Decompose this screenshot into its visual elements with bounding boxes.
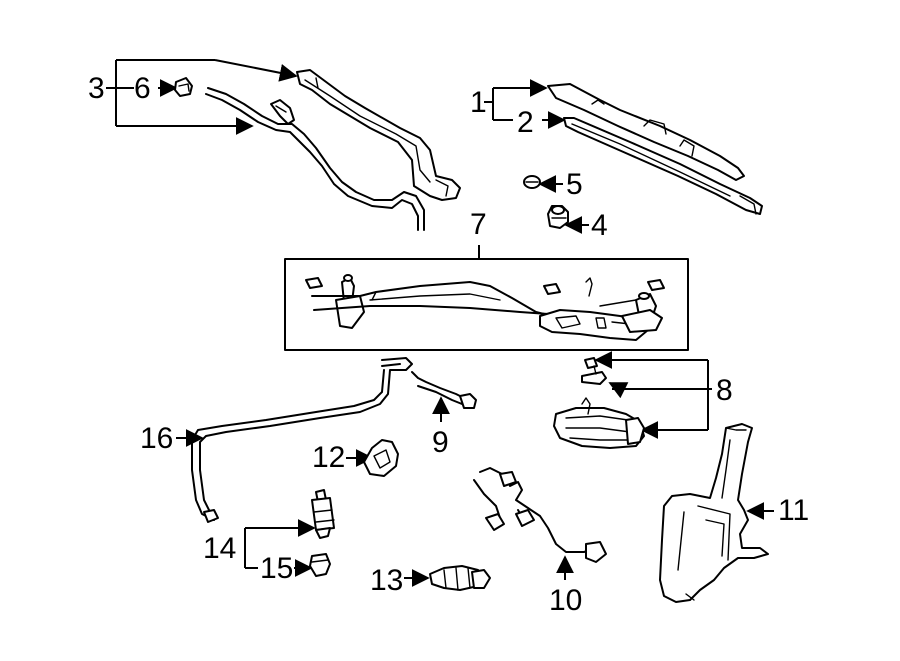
- callout-6: 6: [134, 72, 151, 105]
- callout-3: 3: [88, 72, 105, 105]
- callout-14: 14: [203, 532, 236, 565]
- wiper-arm-part: [296, 69, 461, 201]
- hose-connector-part: [411, 371, 477, 409]
- clip-part: [363, 439, 399, 477]
- pump-grommet-part: [309, 553, 331, 577]
- washer-pump-part: [311, 489, 335, 539]
- cap-part: [523, 175, 541, 189]
- leader-14-15: [244, 519, 316, 577]
- washer-nozzle-part: [429, 565, 491, 591]
- wiper-motor-part: [553, 357, 645, 449]
- callout-16: 16: [140, 422, 173, 455]
- callout-10: 10: [549, 584, 582, 617]
- callout-9: 9: [432, 426, 449, 459]
- callout-1: 1: [470, 86, 487, 119]
- wiper-blade-part: [547, 83, 763, 215]
- callout-7: 7: [470, 208, 487, 241]
- callout-11: 11: [778, 494, 809, 527]
- callout-8: 8: [716, 374, 733, 407]
- callout-5: 5: [566, 168, 583, 201]
- washer-reservoir-part: [659, 423, 769, 603]
- grommet-part: [174, 77, 193, 97]
- wiring-harness-part: [473, 467, 607, 563]
- callout-12: 12: [312, 441, 345, 474]
- leader-3: [106, 59, 298, 135]
- wiper-linkage-part: [305, 274, 665, 341]
- linkage-box: [284, 258, 689, 351]
- callout-2: 2: [517, 106, 534, 139]
- callout-13: 13: [370, 564, 403, 597]
- callout-15: 15: [260, 552, 293, 585]
- washer-hose-part: [205, 87, 425, 231]
- callout-4: 4: [591, 209, 608, 242]
- leader-1-2: [484, 79, 566, 129]
- pivot-nut-part: [547, 205, 569, 229]
- long-hose-part: [191, 357, 413, 523]
- leader-8: [594, 351, 712, 439]
